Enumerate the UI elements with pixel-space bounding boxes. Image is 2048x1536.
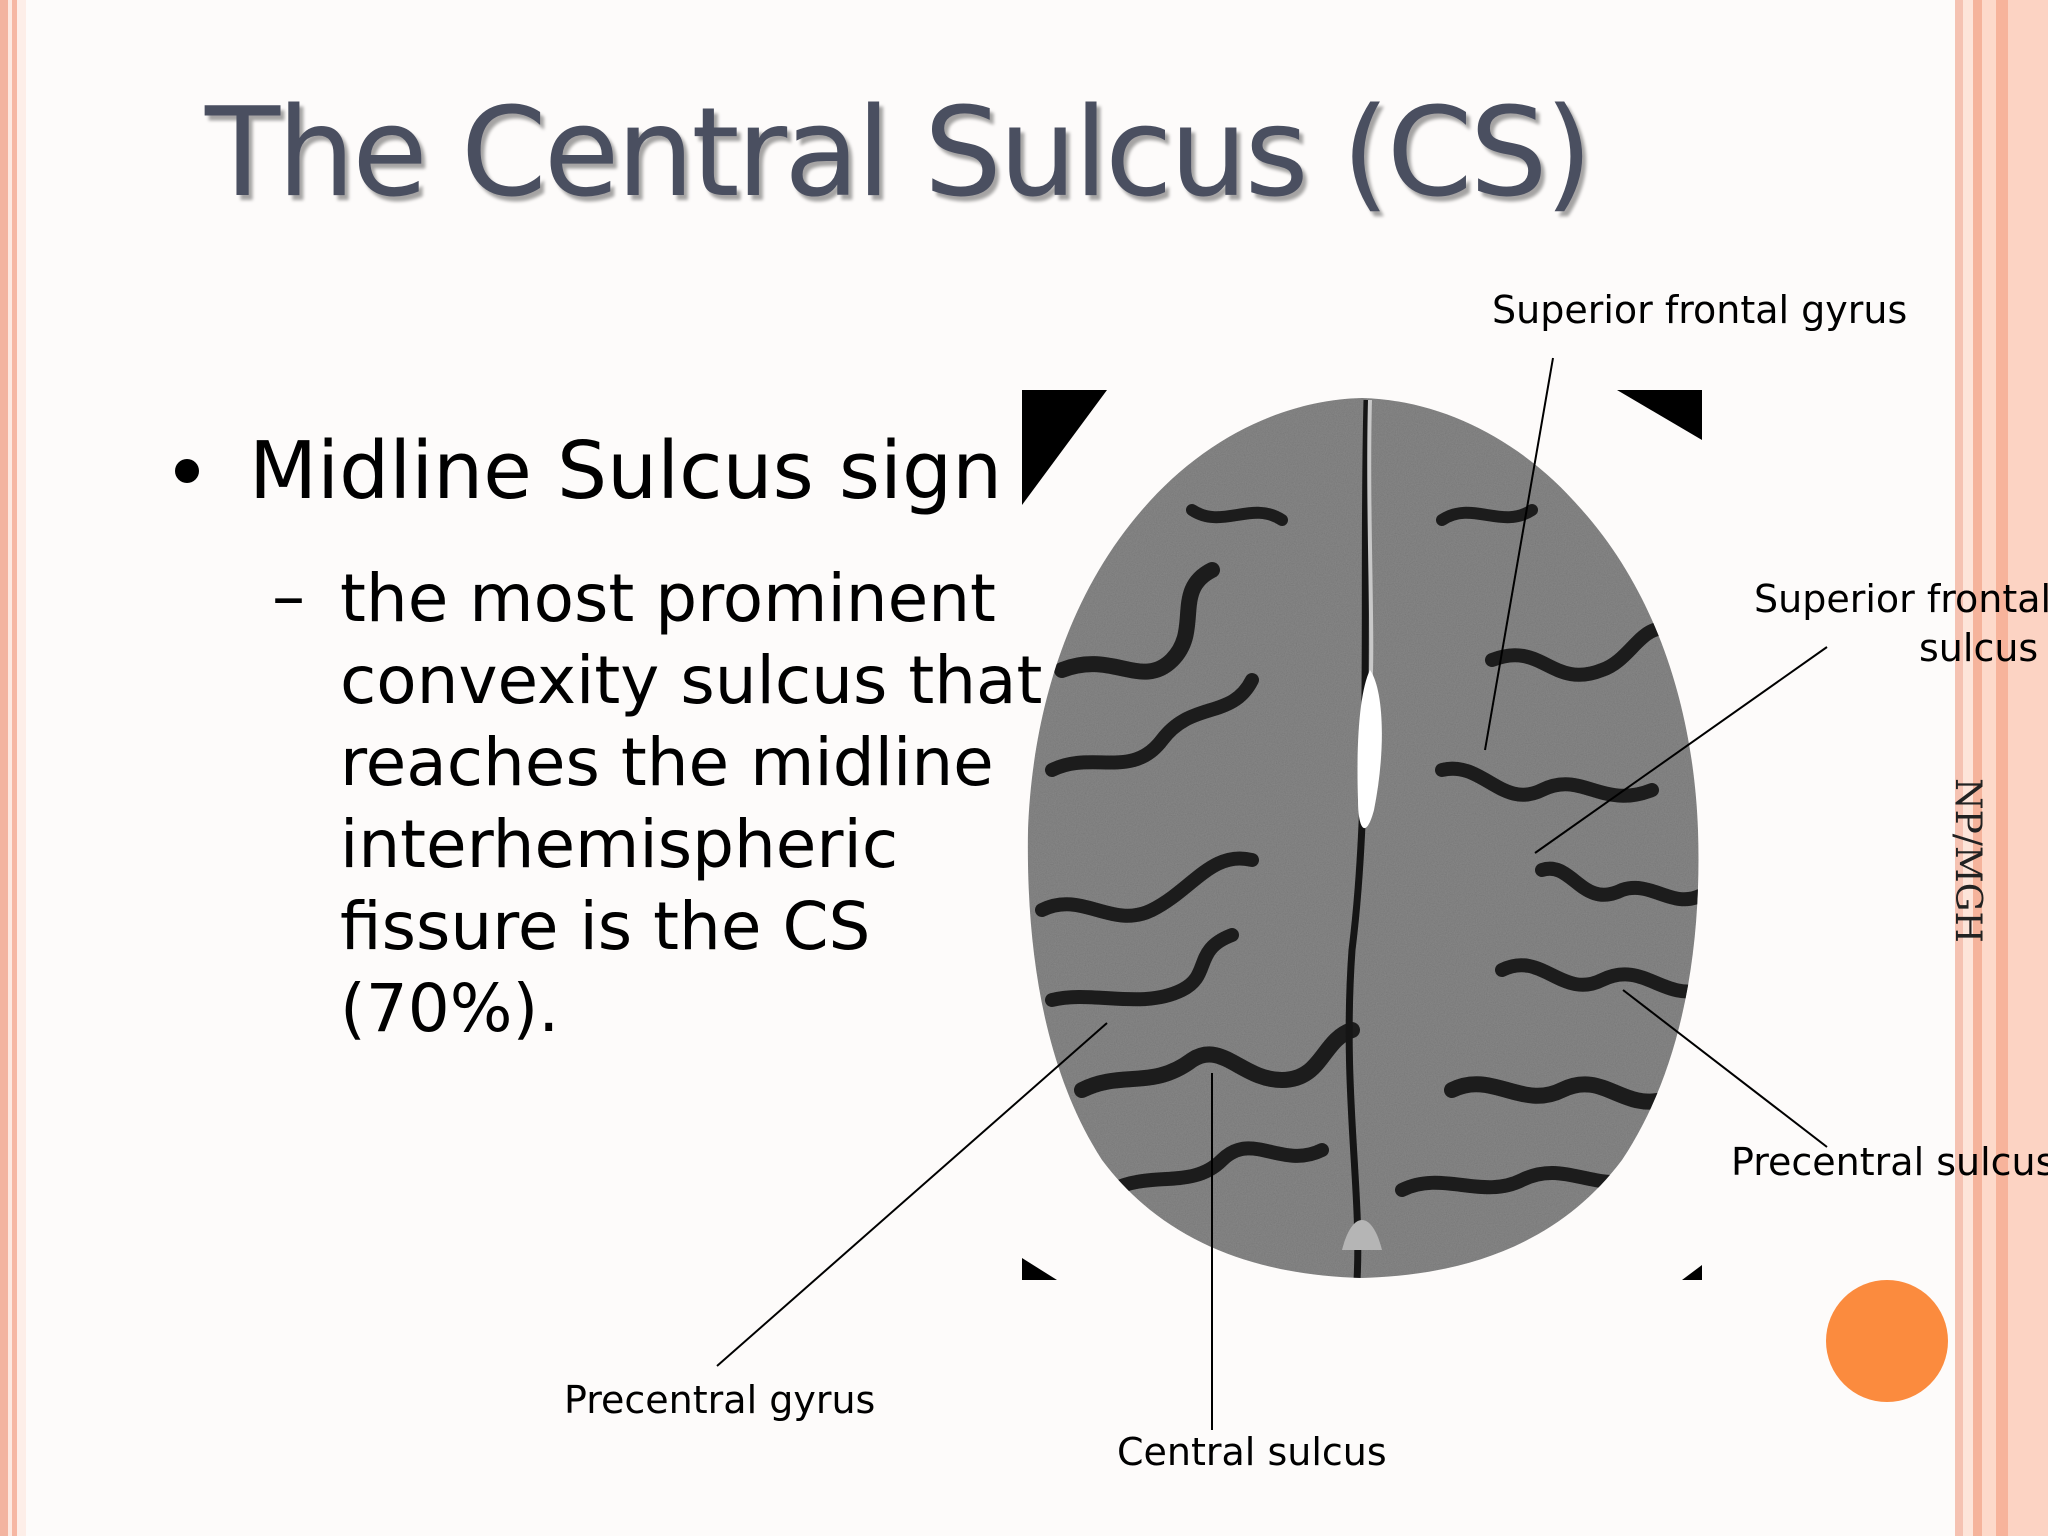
label-superior-frontal-gyrus: Superior frontal gyrus bbox=[1492, 288, 1908, 332]
sub-bullet-line: the most prominent bbox=[340, 560, 996, 637]
sub-bullet-line: reaches the midline bbox=[340, 724, 994, 801]
frame-corner bbox=[1682, 1265, 1702, 1280]
label-superior-frontal-sulcus-line2: sulcus bbox=[1919, 626, 2039, 670]
frame-corner bbox=[1022, 390, 1107, 505]
bullet-text: Midline Sulcus sign bbox=[249, 425, 1003, 517]
frame-corner bbox=[1022, 1258, 1057, 1280]
bullet-icon bbox=[175, 459, 199, 483]
sub-bullet-line: fissure is the CS bbox=[340, 888, 871, 965]
dash-icon: – bbox=[272, 558, 305, 635]
frame-corner bbox=[1617, 390, 1702, 440]
slide-title: The Central Sulcus (CS) bbox=[205, 82, 1593, 225]
label-precentral-sulcus: Precentral sulcus bbox=[1731, 1140, 2048, 1184]
left-decorative-stripes bbox=[0, 0, 26, 1536]
orange-circle-decoration bbox=[1826, 1280, 1948, 1402]
sub-bullet-line: interhemispheric bbox=[340, 806, 899, 883]
sub-bullet-line: (70%). bbox=[340, 970, 560, 1047]
label-precentral-gyrus: Precentral gyrus bbox=[564, 1378, 876, 1422]
watermark: NP/MGH bbox=[1946, 778, 1988, 943]
sub-bullet-text: the most prominent convexity sulcus that… bbox=[340, 558, 1042, 1050]
right-decorative-stripes bbox=[1955, 0, 2048, 1536]
label-central-sulcus: Central sulcus bbox=[1117, 1430, 1387, 1474]
brain-ct-image bbox=[1022, 390, 1702, 1280]
label-superior-frontal-sulcus-line1: Superior frontal bbox=[1754, 577, 2048, 621]
sub-bullet-line: convexity sulcus that bbox=[340, 642, 1043, 719]
bullet-item: Midline Sulcus sign bbox=[175, 425, 1002, 517]
